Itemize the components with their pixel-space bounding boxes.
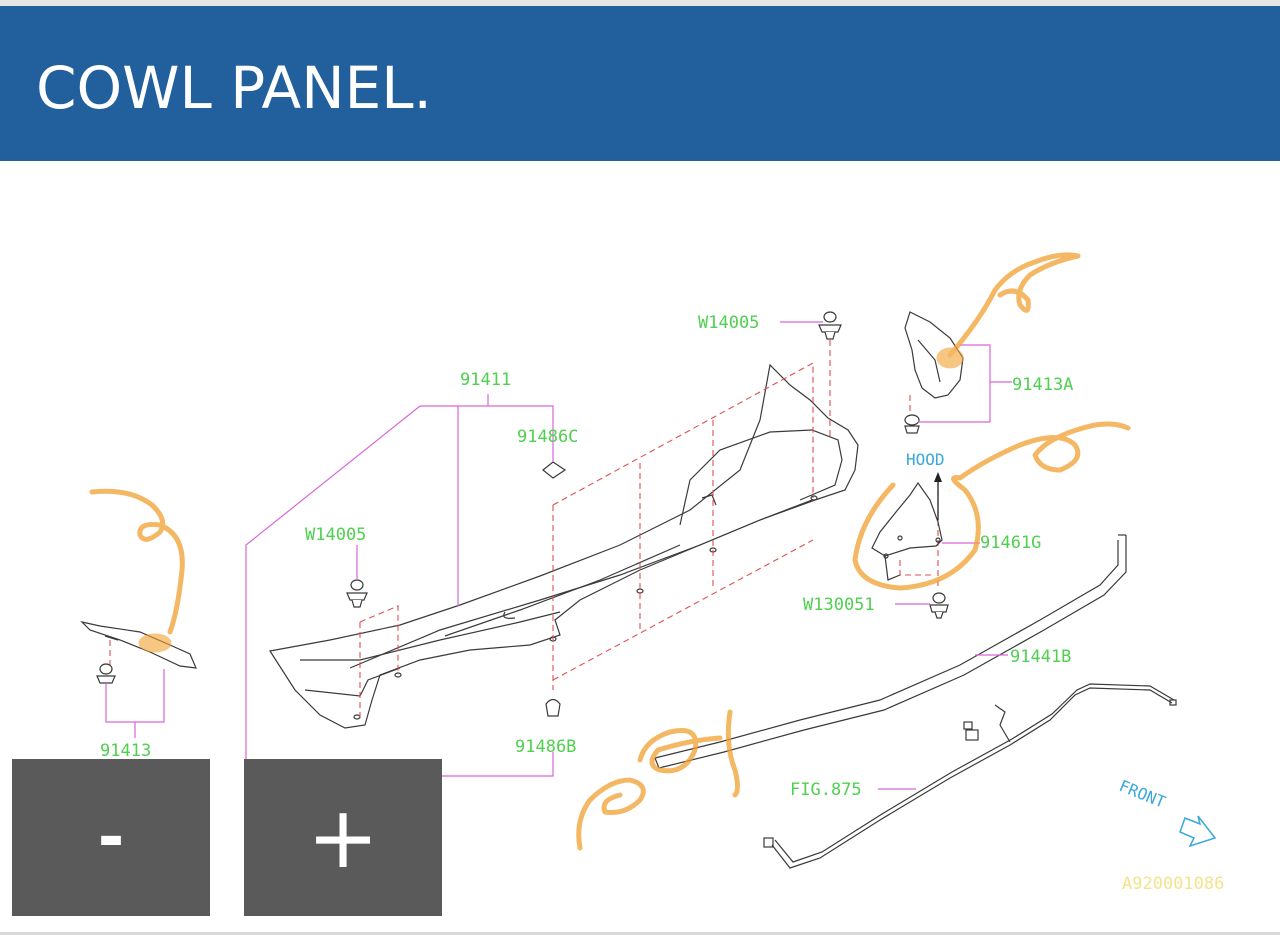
assembly-dashed-lines bbox=[109, 330, 939, 717]
wiring-harness-fig875[interactable] bbox=[763, 683, 1177, 869]
zoom-out-button[interactable]: - bbox=[12, 759, 210, 916]
bracket-91461g[interactable] bbox=[871, 481, 943, 581]
callout-91441b[interactable]: 91441B bbox=[1010, 647, 1071, 667]
clip-fastener-91413a[interactable] bbox=[904, 414, 920, 434]
callout-w130051[interactable]: W130051 bbox=[803, 595, 875, 615]
clip-fastener-w130051[interactable] bbox=[929, 592, 949, 619]
callout-91413[interactable]: 91413 bbox=[100, 741, 151, 761]
hood-arrow-icon bbox=[934, 472, 942, 520]
leader-lines bbox=[105, 321, 1012, 790]
callout-91413a[interactable]: 91413A bbox=[1012, 375, 1073, 395]
top-border bbox=[0, 0, 1280, 6]
front-direction-label: FRONT bbox=[1117, 776, 1169, 812]
callout-91486c[interactable]: 91486C bbox=[517, 427, 578, 447]
weatherstrip-91441b[interactable] bbox=[654, 534, 1127, 769]
callout-91486b[interactable]: 91486B bbox=[515, 737, 576, 757]
parts-diagram[interactable]: 91411 91486C 91486B W14005 W14005 91413 … bbox=[0, 161, 1280, 935]
clip-fastener-top[interactable] bbox=[818, 311, 842, 340]
side-cover-91413[interactable] bbox=[80, 620, 197, 669]
bottom-border bbox=[0, 932, 1280, 935]
page-header: COWL PANEL. bbox=[0, 6, 1280, 161]
side-cover-91413a[interactable] bbox=[904, 311, 964, 399]
cowl-panel-part[interactable] bbox=[269, 363, 859, 729]
zoom-in-button[interactable]: + bbox=[244, 759, 442, 916]
callout-91461g[interactable]: 91461G bbox=[980, 533, 1041, 553]
callout-91411[interactable]: 91411 bbox=[460, 370, 511, 390]
front-arrow-icon bbox=[1179, 815, 1217, 848]
grommet-91486b[interactable] bbox=[545, 698, 561, 717]
callout-fig875[interactable]: FIG.875 bbox=[790, 780, 862, 800]
page-title: COWL PANEL. bbox=[36, 54, 432, 122]
clip-fastener-91413[interactable] bbox=[96, 663, 116, 684]
drawing-number: A920001086 bbox=[1122, 874, 1224, 894]
hood-direction-label: HOOD bbox=[906, 450, 945, 469]
callout-w14005-left[interactable]: W14005 bbox=[305, 525, 366, 545]
clip-fastener-left[interactable] bbox=[346, 579, 368, 608]
annotation-scribbles bbox=[89, 252, 1131, 851]
callout-w14005-top[interactable]: W14005 bbox=[698, 313, 759, 333]
grommet-91486c[interactable] bbox=[542, 461, 567, 479]
